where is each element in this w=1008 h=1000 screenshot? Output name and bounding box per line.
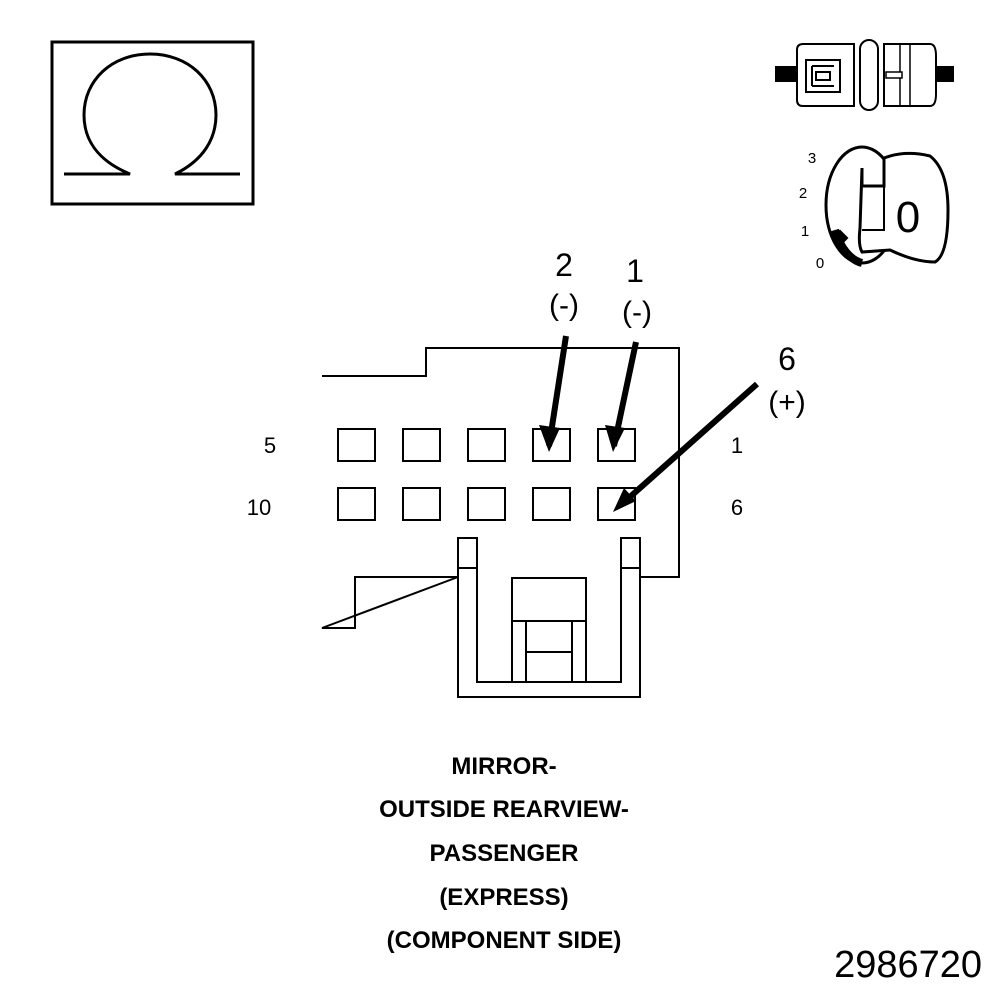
- caption-line-3: PASSENGER: [429, 840, 579, 867]
- callout-arrowhead: [613, 488, 636, 512]
- callout-arrowhead: [539, 425, 560, 452]
- row-label-left-bottom: 10: [247, 495, 271, 520]
- terminal-4: [402, 428, 441, 462]
- connector-body: [321, 347, 680, 629]
- row-label-left-top: 5: [264, 433, 276, 458]
- terminal-6: [597, 487, 636, 521]
- figure-id: 2986720: [834, 944, 982, 986]
- caption-line-2: OUTSIDE REARVIEW-: [379, 796, 629, 823]
- caption-line-1: MIRROR-: [451, 753, 557, 780]
- callout-arrow: [620, 381, 759, 507]
- ignition-position-0: 0: [816, 255, 824, 272]
- callout-pin-number: 2: [555, 247, 573, 283]
- pin-callout-1: 1 (-): [605, 253, 652, 452]
- callout-polarity: (+): [768, 386, 806, 419]
- terminal-7: [532, 487, 571, 521]
- pin-callout-6: 6 (+): [613, 341, 806, 512]
- terminal-10: [337, 487, 376, 521]
- ohmmeter-symbol: [50, 40, 255, 206]
- pin-callout-2: 2 (-): [539, 247, 579, 452]
- caption-line-4: (EXPRESS): [439, 884, 569, 911]
- row-label-right-bottom: 6: [731, 495, 743, 520]
- row-label-right-top: 1: [731, 433, 743, 458]
- terminal-3: [467, 428, 506, 462]
- ignition-key-position-label: 0: [896, 193, 920, 242]
- caption-line-5: (COMPONENT SIDE): [386, 927, 622, 954]
- ignition-key-icon: 0 3 2 1 0: [799, 145, 950, 272]
- ignition-position-1: 1: [801, 223, 809, 240]
- disconnected-connector-icon: [775, 39, 954, 111]
- terminal-8: [467, 487, 506, 521]
- callout-pin-number: 6: [778, 341, 796, 377]
- connector-latch: [457, 537, 641, 698]
- callout-pin-number: 1: [626, 253, 644, 289]
- terminal-cavities: [337, 428, 636, 521]
- terminal-9: [402, 487, 441, 521]
- callout-polarity: (-): [549, 289, 579, 322]
- callout-polarity: (-): [622, 296, 652, 329]
- terminal-5: [337, 428, 376, 462]
- omega-icon: [64, 52, 240, 176]
- ignition-position-3: 3: [808, 150, 816, 167]
- callout-arrowhead: [605, 425, 625, 452]
- ignition-position-2: 2: [799, 185, 807, 202]
